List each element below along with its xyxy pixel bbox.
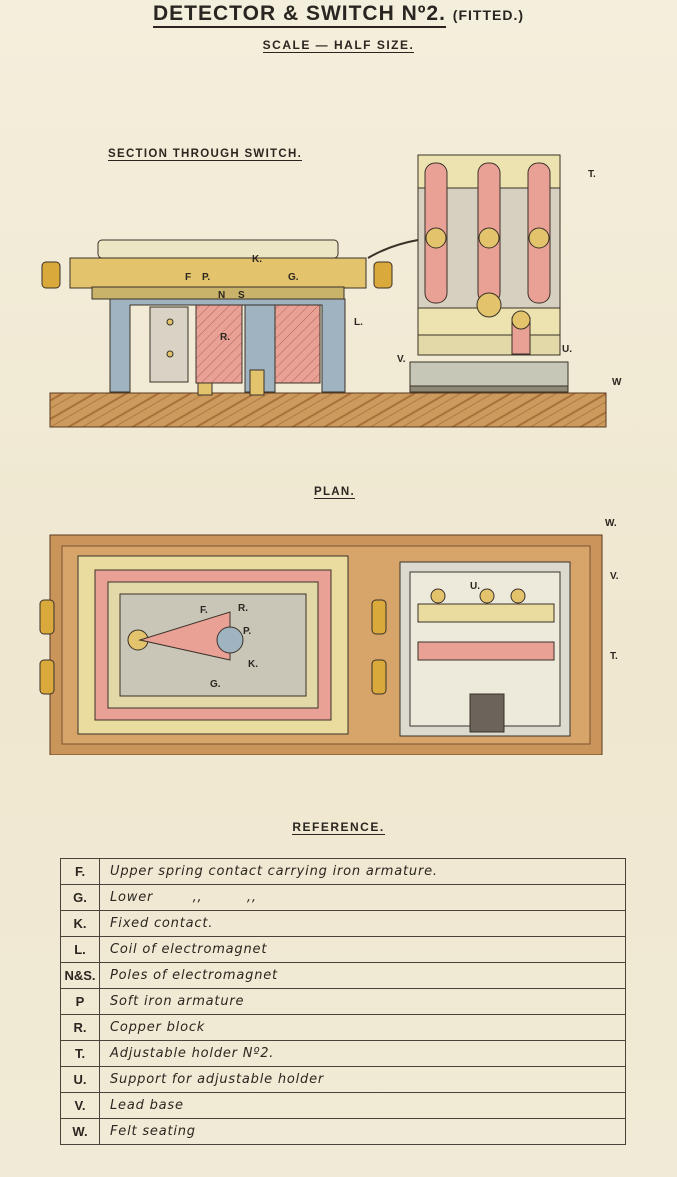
plan-holder-knob	[430, 588, 446, 604]
reference-heading: REFERENCE.	[292, 820, 385, 835]
plan-holder-base	[469, 693, 505, 733]
label-n: N	[218, 290, 225, 301]
ref-desc: Fixed contact.	[99, 910, 626, 937]
terminal-knob-right	[373, 261, 393, 289]
plan-label-p: P.	[243, 626, 251, 637]
table-row: N&S.Poles of electromagnet	[60, 962, 626, 989]
switch-cover	[97, 239, 339, 259]
ref-desc: Coil of electromagnet	[99, 936, 626, 963]
coil	[274, 304, 321, 384]
ref-key: W.	[60, 1118, 100, 1145]
ref-desc: Lower ,, ,,	[99, 884, 626, 911]
section-heading: SECTION THROUGH SWITCH.	[108, 148, 303, 161]
lead-base-lower	[409, 361, 569, 389]
ref-key: R.	[60, 1014, 100, 1041]
table-row: L.Coil of electromagnet	[60, 936, 626, 963]
wooden-base	[49, 392, 607, 428]
label-p: P.	[202, 272, 210, 283]
ref-key: L.	[60, 936, 100, 963]
plan-label-t: T.	[610, 651, 618, 662]
label-f: F	[185, 272, 191, 283]
plan-armature	[216, 626, 244, 654]
label-l: L.	[354, 317, 363, 328]
label-t: T.	[588, 169, 596, 180]
ref-desc: Copper block	[99, 1014, 626, 1041]
plan-knob	[371, 599, 387, 635]
label-r: R.	[220, 332, 230, 343]
label-g: G.	[288, 272, 299, 283]
felt-seating	[409, 385, 569, 393]
ref-desc: Soft iron armature	[99, 988, 626, 1015]
ref-key: N&S.	[60, 962, 100, 989]
table-row: W.Felt seating	[60, 1118, 626, 1145]
plan-label-w: W.	[605, 518, 617, 529]
table-row: R.Copper block	[60, 1014, 626, 1041]
table-row: G.Lower ,, ,,	[60, 884, 626, 911]
title-fitted: (FITTED.)	[452, 7, 525, 23]
label-k: K.	[252, 254, 262, 265]
ref-key: V.	[60, 1092, 100, 1119]
ref-desc: Support for adjustable holder	[99, 1066, 626, 1093]
reference-table: F.Upper spring contact carrying iron arm…	[60, 858, 626, 1145]
plan-label-k: K.	[248, 659, 258, 670]
table-row: F.Upper spring contact carrying iron arm…	[60, 858, 626, 885]
section-figure: T. K. F P. G. N S R. L. V. U. W	[41, 154, 622, 428]
plan-label-r: R.	[238, 603, 248, 614]
ref-key: G.	[60, 884, 100, 911]
plan-holder-bar	[417, 641, 555, 661]
plan-label-g: G.	[210, 679, 221, 690]
plan-holder-knob	[510, 588, 526, 604]
drawing-title: DETECTOR & SWITCH Nº2. (FITTED.)	[0, 2, 677, 28]
terminal-knob-left	[41, 261, 61, 289]
holder-clamps	[424, 162, 551, 318]
ref-key: F.	[60, 858, 100, 885]
ref-desc: Lead base	[99, 1092, 626, 1119]
plan-knob	[39, 599, 55, 635]
screw-head	[166, 318, 174, 326]
title-main: DETECTOR & SWITCH Nº2.	[152, 2, 446, 28]
label-w: W	[612, 377, 622, 388]
plan-knob	[39, 659, 55, 695]
plan-heading: PLAN.	[314, 486, 355, 499]
ref-key: T.	[60, 1040, 100, 1067]
ref-desc: Felt seating	[99, 1118, 626, 1145]
lead-base	[417, 334, 561, 356]
ref-desc: Adjustable holder Nº2.	[99, 1040, 626, 1067]
table-row: T.Adjustable holder Nº2.	[60, 1040, 626, 1067]
plan-label-u: U.	[470, 581, 480, 592]
plan-knob	[371, 659, 387, 695]
brass-bar	[69, 257, 367, 289]
ref-key: P	[60, 988, 100, 1015]
plan-figure: W. V. T. U. F. R. P. K. G.	[39, 518, 619, 755]
base-foot	[197, 382, 213, 396]
plan-holder-bar	[417, 603, 555, 623]
base-foot	[249, 369, 265, 396]
copper-block	[195, 304, 243, 384]
iron-frame	[109, 298, 346, 393]
ref-key: K.	[60, 910, 100, 937]
screw-head	[166, 350, 174, 358]
plan-label-v: V.	[610, 571, 619, 582]
table-row: U.Support for adjustable holder	[60, 1066, 626, 1093]
ref-key: U.	[60, 1066, 100, 1093]
label-s: S	[238, 290, 245, 301]
scale-note: SCALE — HALF SIZE.	[262, 38, 415, 53]
connecting-wire	[367, 239, 419, 259]
label-u: U.	[562, 344, 572, 355]
label-v: V.	[397, 354, 406, 365]
table-row: K.Fixed contact.	[60, 910, 626, 937]
plan-holder-knob	[479, 588, 495, 604]
ref-desc: Upper spring contact carrying iron armat…	[99, 858, 626, 885]
plan-label-f: F.	[200, 605, 208, 616]
side-plate	[149, 306, 189, 383]
support-knob	[511, 310, 531, 330]
table-row: V.Lead base	[60, 1092, 626, 1119]
ref-desc: Poles of electromagnet	[99, 962, 626, 989]
